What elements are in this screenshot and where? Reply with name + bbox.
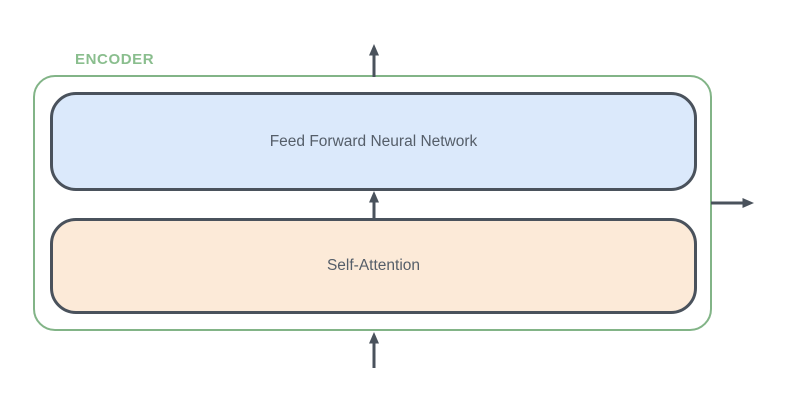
encoder-label: ENCODER bbox=[75, 51, 155, 68]
block-self-attention: Self-Attention bbox=[50, 218, 697, 314]
input-arrow-bottom-icon bbox=[369, 332, 379, 368]
output-arrow-right-icon bbox=[711, 198, 754, 208]
output-arrow-top-icon bbox=[369, 44, 379, 77]
self-attention-label: Self-Attention bbox=[326, 257, 421, 274]
feed-forward-label: Feed Forward Neural Network bbox=[269, 132, 478, 150]
block-feed-forward: Feed Forward Neural Network bbox=[50, 92, 697, 191]
inter-block-arrow-icon bbox=[369, 191, 379, 218]
